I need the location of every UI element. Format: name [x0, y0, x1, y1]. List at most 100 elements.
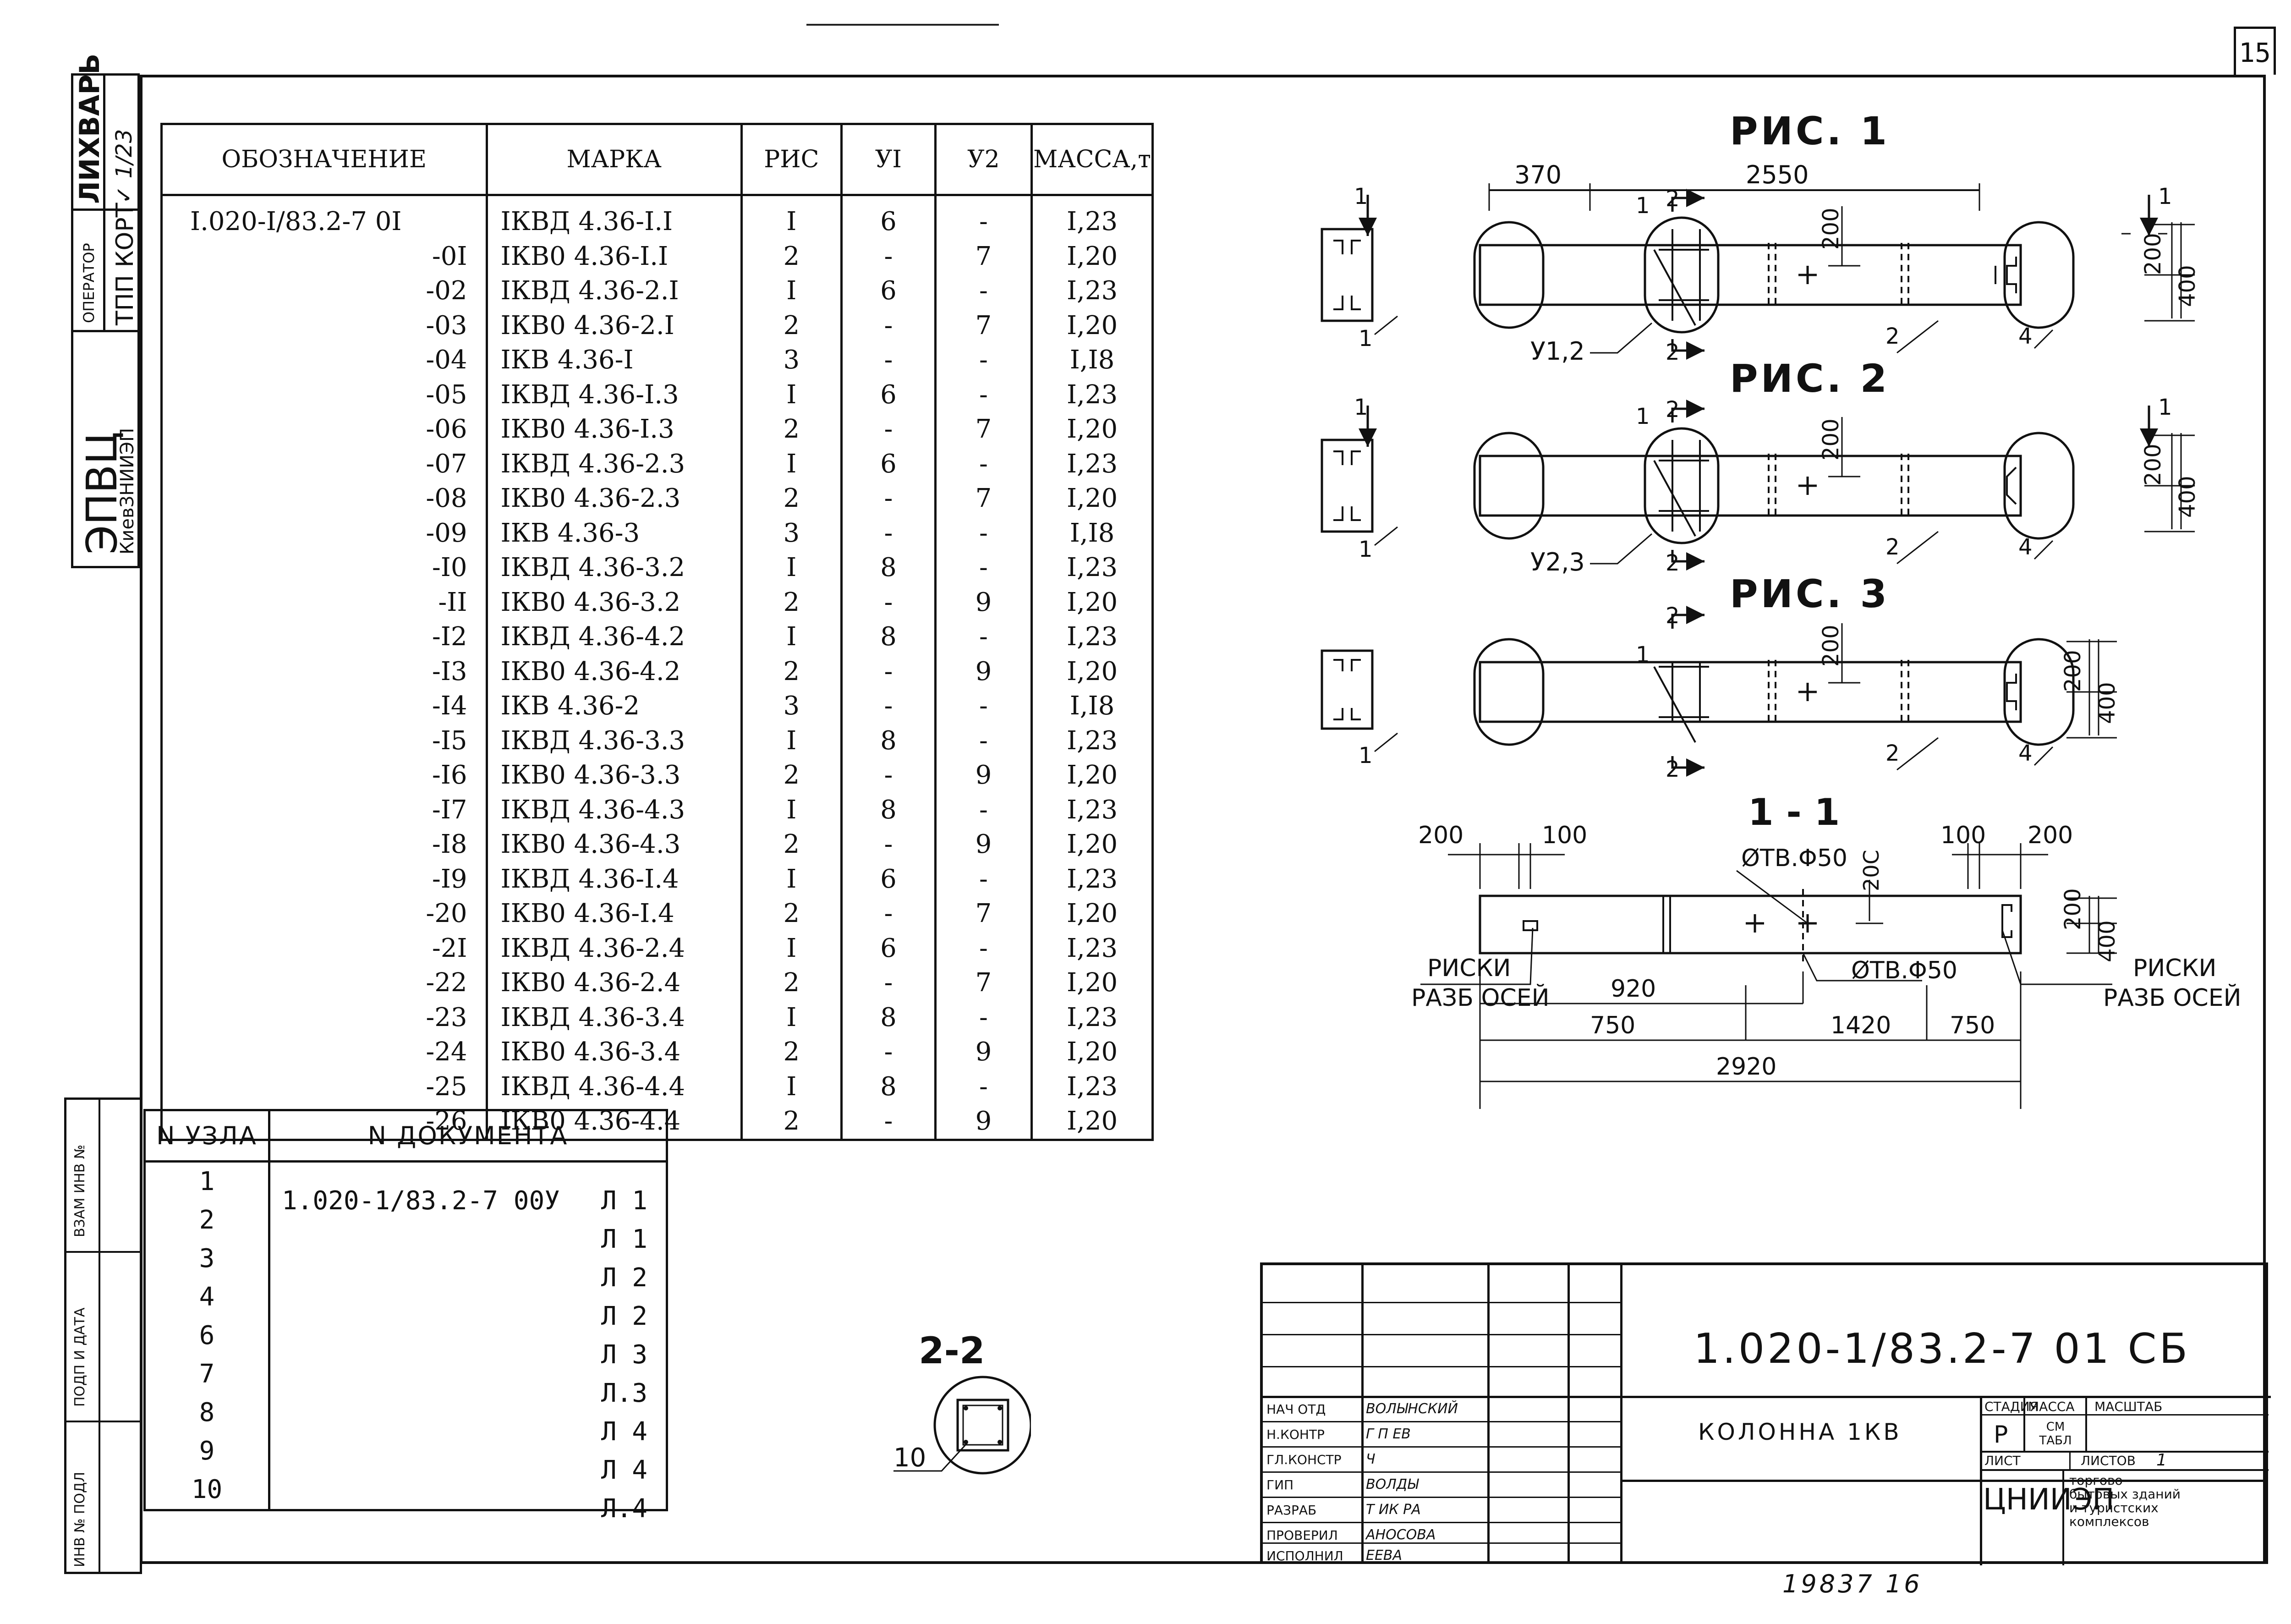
- cell-mass: I,20: [1030, 412, 1154, 447]
- cell-node2: -: [934, 446, 1033, 481]
- cell-node2: -: [934, 377, 1033, 412]
- cell-mark: IКВ0 4.36-4.2: [485, 654, 743, 689]
- cell-mass: I,23: [1030, 1000, 1154, 1035]
- cell-figure: 3: [740, 516, 843, 550]
- archive-number: 19837 16: [1782, 1569, 1923, 1598]
- cell-node1: -: [840, 481, 937, 516]
- cell-node1: 6: [840, 931, 937, 966]
- cell-mark: IКВ0 4.36-4.3: [485, 827, 743, 862]
- cell-figure: I: [740, 931, 843, 966]
- cell-mark: IКВ0 4.36-I.I: [485, 239, 743, 274]
- fig3-pos4: 4: [2018, 741, 2033, 766]
- fig2-pos2: 2: [1885, 534, 1900, 560]
- cell-figure: 2: [740, 239, 843, 274]
- col-mass: МАССА,т: [1030, 123, 1154, 196]
- cell-mark: IКВД 4.36-2.I: [485, 274, 743, 308]
- cell-node2: -: [934, 620, 1033, 654]
- cell-node1: -: [840, 585, 937, 620]
- fig1-title: РИС. 1: [1730, 109, 1890, 154]
- stamp-month: ЛИХВАРЬ: [74, 53, 106, 204]
- s11-risk-axis-left: РАЗБ ОСЕЙ: [1411, 984, 1549, 1012]
- fig3-cut2-bottom: 2: [1666, 757, 1680, 782]
- tb-role: Н.КОНТР: [1266, 1427, 1325, 1442]
- spec-header-row: ОБОЗНАЧЕНИЕ МАРКА РИС УI У2 МАССА,т: [160, 123, 1154, 196]
- cell-node1: -: [840, 758, 937, 793]
- fig2-pos4: 4: [2018, 534, 2033, 560]
- cell-node2: -: [934, 861, 1033, 896]
- dim-2550: 2550: [1746, 160, 1809, 189]
- fig1-cut2-top: 2: [1666, 186, 1680, 212]
- fig1-head-left: [1473, 221, 1545, 329]
- cell-node2: 9: [934, 827, 1033, 862]
- cell-mass: I,20: [1030, 758, 1154, 793]
- cell-node2: 7: [934, 239, 1033, 274]
- cell-node-number: 7: [143, 1355, 270, 1394]
- cell-node2: -: [934, 343, 1033, 378]
- cell-document: Л 4: [268, 1432, 668, 1485]
- fig3-dim-400: 400: [2094, 682, 2120, 724]
- tb-sheet-label: ЛИСТ: [1984, 1453, 2021, 1468]
- fig2-pos1-top: 1: [1636, 404, 1650, 429]
- cell-node1: 8: [840, 792, 937, 827]
- fig2-cut-right: 1: [2158, 395, 2172, 420]
- fig1-cross-section: [1321, 228, 1374, 322]
- cell-mass: I,20: [1030, 239, 1154, 274]
- s11-hole-top: ØТВ.Φ50: [1741, 845, 1847, 872]
- cell-mass: I,23: [1030, 792, 1154, 827]
- fig1-node: [1644, 216, 1720, 334]
- tb-sheets: 1: [2156, 1451, 2167, 1470]
- cell-mass: I,23: [1030, 377, 1154, 412]
- cell-mark: IКВД 4.36-3.3: [485, 723, 743, 758]
- cell-node2: -: [934, 274, 1033, 308]
- cell-node2: -: [934, 931, 1033, 966]
- cell-mark: IКВД 4.36-4.2: [485, 620, 743, 654]
- sheet-frame: [140, 75, 2266, 1564]
- cell-designation: -I4: [160, 689, 488, 724]
- fig3-cut2-top: 2: [1666, 603, 1680, 629]
- cell-mark: IКВД 4.36-2.4: [485, 931, 743, 966]
- cell-designation: -0I: [160, 239, 488, 274]
- col-mark: МАРКА: [485, 123, 743, 196]
- section22-pos10: 10: [893, 1443, 926, 1473]
- s11-risk-right: РИСКИ: [2133, 955, 2216, 982]
- s11-dim-2920: 2920: [1716, 1053, 1776, 1081]
- cell-figure: 2: [740, 758, 843, 793]
- cell-designation: -08: [160, 481, 488, 516]
- tb-stage-label: СТАДИЯ: [1984, 1399, 2039, 1414]
- cell-figure: 3: [740, 343, 843, 378]
- cell-mark: IКВ 4.36-2: [485, 689, 743, 724]
- cell-node1: -: [840, 308, 937, 343]
- figure-2: [1321, 400, 2195, 571]
- page-number: 15: [2234, 27, 2276, 75]
- fig2-cross-section: [1321, 439, 1374, 533]
- nodes-header-row: N УЗЛА N ДОКУМЕНТА: [143, 1109, 668, 1163]
- cell-mark: IКВ0 4.36-2.4: [485, 966, 743, 1000]
- tb-person: ВОЛДЫ: [1366, 1476, 1419, 1492]
- s11-dim-750-left: 750: [1590, 1012, 1635, 1039]
- fig2-dim-400: 400: [2175, 476, 2200, 518]
- cell-figure: 2: [740, 896, 843, 931]
- cell-figure: 3: [740, 689, 843, 724]
- fig1-cut2-bottom: 2: [1666, 340, 1680, 365]
- tb-org: ЦНИИЭП: [1983, 1483, 2115, 1517]
- cell-node1: 8: [840, 1000, 937, 1035]
- cell-figure: 2: [740, 654, 843, 689]
- cell-designation: -03: [160, 308, 488, 343]
- cell-mark: IКВД 4.36-4.4: [485, 1069, 743, 1104]
- cell-mark: IКВД 4.36-I.4: [485, 861, 743, 896]
- cell-figure: I: [740, 1069, 843, 1104]
